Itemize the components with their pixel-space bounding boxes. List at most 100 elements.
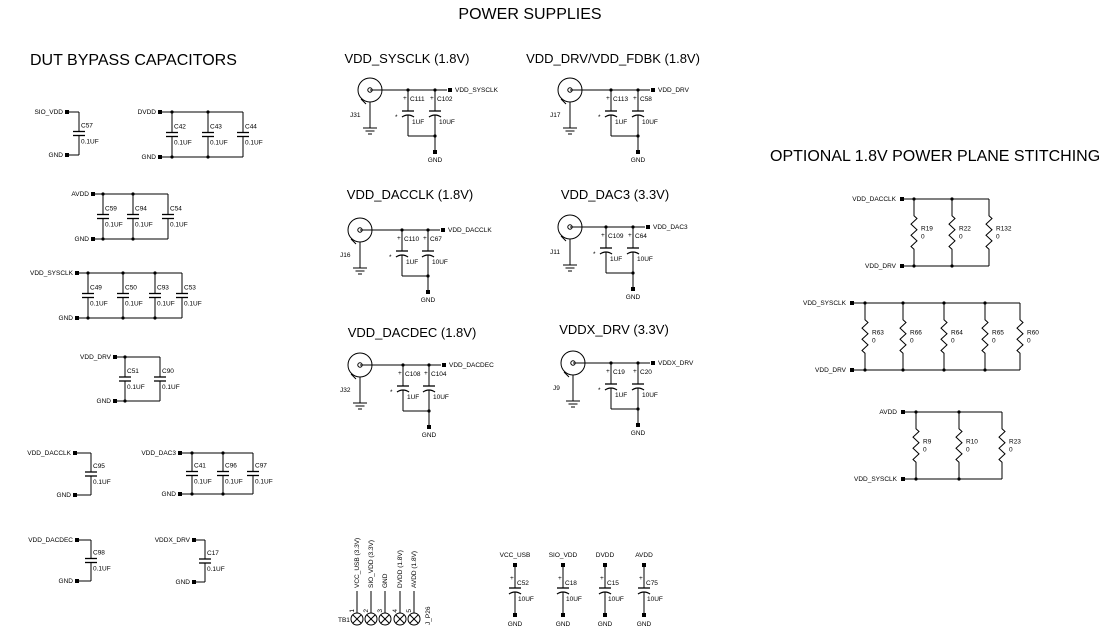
cap-value: 0.1UF bbox=[127, 384, 145, 391]
page-title: POWER SUPPLIES bbox=[458, 6, 601, 23]
pin-square bbox=[448, 88, 452, 92]
cap-value: 0.1UF bbox=[90, 301, 108, 308]
junction-dot bbox=[950, 197, 954, 201]
pin-square bbox=[73, 493, 77, 497]
cap-ref: C96 bbox=[225, 463, 237, 470]
junction-dot bbox=[914, 410, 918, 414]
net-label: VDDX_DRV bbox=[658, 360, 694, 367]
supply-heading: VDD_DAC3 (3.3V) bbox=[561, 187, 669, 202]
plus-mark: + bbox=[633, 368, 637, 375]
resistor-ref: R19 bbox=[921, 226, 933, 233]
cap-ref: C18 bbox=[565, 580, 577, 587]
net-label: VCC_USB bbox=[500, 552, 531, 559]
pin-number: 3 bbox=[377, 609, 384, 613]
pin-square bbox=[427, 425, 431, 429]
junction-dot bbox=[901, 368, 905, 372]
junction-dot bbox=[901, 301, 905, 305]
cap-ref: C52 bbox=[517, 580, 529, 587]
pin-square bbox=[192, 580, 196, 584]
junction-dot bbox=[170, 155, 174, 159]
net-label: VDD_DRV bbox=[815, 367, 847, 374]
plus-mark: + bbox=[424, 370, 428, 377]
junction-dot bbox=[153, 316, 157, 320]
pin-square bbox=[642, 563, 646, 567]
net-label: VDD_DACDEC bbox=[449, 362, 494, 369]
pin-square bbox=[651, 88, 655, 92]
testpoint-label: AVDD (1.8V) bbox=[411, 551, 418, 588]
jack-ref: J16 bbox=[340, 252, 351, 259]
junction-dot bbox=[863, 301, 867, 305]
gnd-label: GND bbox=[49, 152, 64, 159]
cap-value: 1UF bbox=[610, 256, 622, 263]
testpoint-label: GND bbox=[382, 573, 389, 588]
plus-mark: + bbox=[628, 232, 632, 239]
supply-vdd_drv: VDD_DRV/VDD_FDBK (1.8V)VDD_DRVJ17GND+C11… bbox=[526, 51, 700, 164]
supply-heading: VDD_DRV/VDD_FDBK (1.8V) bbox=[526, 51, 700, 66]
cap-ref: C19 bbox=[613, 369, 625, 376]
pin-square bbox=[75, 271, 79, 275]
cap-value: 0.1UF bbox=[93, 479, 111, 486]
pin-number: 4 bbox=[392, 609, 399, 613]
jack-ref: J32 bbox=[340, 387, 351, 394]
star-mark: * bbox=[389, 254, 392, 261]
plus-mark: + bbox=[600, 575, 604, 582]
gnd-label: GND bbox=[508, 621, 523, 628]
junction-dot bbox=[123, 355, 127, 359]
plus-mark: + bbox=[510, 575, 514, 582]
cap-value: 10UF bbox=[432, 259, 448, 266]
cap-ref: C54 bbox=[170, 206, 182, 213]
net-label: VDD_DAC3 bbox=[653, 224, 688, 231]
cap-value: 10UF bbox=[637, 256, 653, 263]
net-label: AVDD bbox=[71, 191, 89, 198]
net-label: VDD_DACCLK bbox=[852, 196, 896, 203]
star-mark: * bbox=[593, 251, 596, 258]
cap-ref: C104 bbox=[431, 371, 447, 378]
testpoint-label: SIO_VDD (3.3V) bbox=[368, 540, 375, 588]
gnd-label: GND bbox=[57, 492, 72, 499]
pin-number: 2 bbox=[363, 609, 370, 613]
pin-square bbox=[513, 613, 517, 617]
cap-ref: C44 bbox=[245, 124, 257, 131]
pin-square bbox=[642, 613, 646, 617]
junction-dot bbox=[983, 301, 987, 305]
junction-dot bbox=[957, 410, 961, 414]
gnd-label: GND bbox=[631, 430, 646, 437]
jack-ref: J11 bbox=[550, 249, 560, 256]
pin-square bbox=[561, 613, 565, 617]
junction-dot bbox=[221, 451, 225, 455]
cap-ref: C41 bbox=[194, 463, 206, 470]
cap-value: 0.1UF bbox=[170, 222, 188, 229]
resistor-value: 0 bbox=[996, 234, 1000, 241]
supply-vddx_drv: VDDX_DRV (3.3V)VDDX_DRVJ9GND+C191UF+C201… bbox=[553, 322, 694, 437]
supply-heading: VDD_SYSCLK (1.8V) bbox=[345, 51, 470, 66]
cap-ref: C108 bbox=[405, 371, 421, 378]
jack-ref: J31 bbox=[350, 112, 361, 119]
junction-dot bbox=[950, 264, 954, 268]
junction-dot bbox=[221, 492, 225, 496]
plus-mark: + bbox=[606, 368, 610, 375]
junction-dot bbox=[957, 477, 961, 481]
cap-value: 1UF bbox=[615, 119, 627, 126]
pin-square bbox=[631, 287, 635, 291]
gnd-label: GND bbox=[59, 315, 74, 322]
cap-value: 10UF bbox=[642, 119, 658, 126]
net-label: AVDD bbox=[635, 552, 653, 559]
pin-square bbox=[91, 237, 95, 241]
net-label: VDD_SYSCLK bbox=[854, 476, 898, 483]
net-label: VDDX_DRV bbox=[155, 537, 191, 544]
cap-ref: C53 bbox=[184, 285, 196, 292]
gnd-label: GND bbox=[75, 236, 90, 243]
cap-value: 10UF bbox=[518, 596, 534, 603]
plus-mark: + bbox=[558, 575, 562, 582]
cap-ref: C98 bbox=[93, 550, 105, 557]
cap-ref: C49 bbox=[90, 285, 102, 292]
cap-ref: C59 bbox=[105, 206, 117, 213]
cap-ref: C113 bbox=[613, 96, 628, 103]
cap-ref: C90 bbox=[162, 368, 174, 375]
star-mark: * bbox=[395, 114, 398, 121]
cap-value: 0.1UF bbox=[184, 301, 202, 308]
cap-ref: C94 bbox=[135, 206, 147, 213]
